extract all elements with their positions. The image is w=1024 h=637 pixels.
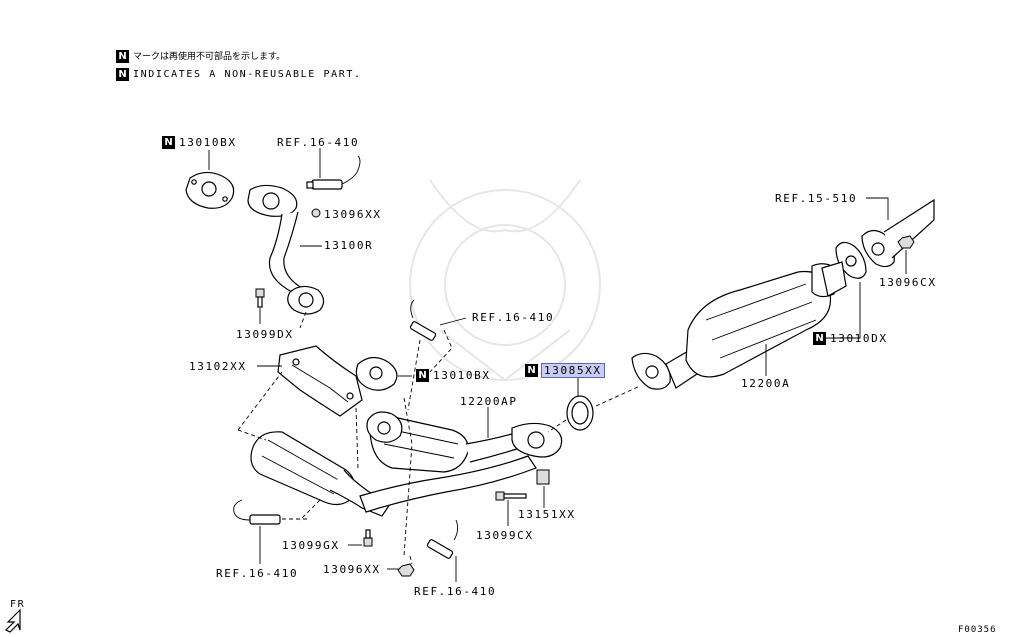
front-direction-label: FR (10, 599, 26, 610)
non-reusable-badge: N (813, 332, 826, 345)
non-reusable-badge: N (116, 68, 129, 81)
ref-label-16-410-top[interactable]: REF.16-410 (277, 136, 360, 149)
part-label-13100r[interactable]: 13100R (324, 239, 374, 252)
part-label-13096xx-bottom[interactable]: 13096XX (323, 563, 381, 576)
figure-code: F00356 (958, 625, 997, 635)
ref-label-16-410-left[interactable]: REF.16-410 (216, 567, 299, 580)
part-label-13099dx[interactable]: 13099DX (236, 328, 294, 341)
highlighted-part-number: 13085XX (541, 363, 605, 378)
nut-13096xx-top (311, 208, 321, 218)
part-label-13099gx[interactable]: 13099GX (282, 539, 340, 552)
nut-13096cx (897, 235, 915, 249)
part-label-13102xx[interactable]: 13102XX (189, 360, 247, 373)
ref-label-16-410-mid[interactable]: REF.16-410 (472, 311, 555, 324)
part-label-12200ap[interactable]: 12200AP (460, 395, 518, 408)
legend-en-row: N INDICATES A NON-REUSABLE PART. (116, 68, 362, 81)
o2-sensor-bottom (426, 519, 459, 559)
nut-13151xx (536, 469, 550, 485)
watermark-emblem (409, 179, 601, 382)
bolt-13099cx (495, 491, 527, 501)
non-reusable-badge: N (525, 364, 538, 377)
part-label-13099cx[interactable]: 13099CX (476, 529, 534, 542)
part-label-13096xx-top[interactable]: 13096XX (324, 208, 382, 221)
ref-label-15-510[interactable]: REF.15-510 (775, 192, 858, 205)
o2-sensor-top (306, 155, 361, 190)
bolt-13099gx (363, 529, 373, 547)
legend-en-text: INDICATES A NON-REUSABLE PART. (133, 69, 362, 80)
legend-jp-text: マークは再使用不可部品を示します。 (133, 52, 286, 62)
seal-ring-13085xx (566, 395, 594, 431)
bolt-13099dx (255, 288, 265, 308)
legend-jp-row: N マークは再使用不可部品を示します。 (116, 50, 285, 64)
o2-sensor-left (233, 499, 310, 525)
part-label-12200a[interactable]: 12200A (741, 377, 791, 390)
o2-sensor-mid (409, 299, 437, 341)
non-reusable-badge: N (416, 369, 429, 382)
rear-catalytic-converter-12200a (631, 261, 847, 390)
tail-pipe-flange (861, 198, 935, 268)
front-pipe-13100r (247, 184, 325, 315)
non-reusable-badge: N (116, 50, 129, 63)
ref-label-16-410-bottom[interactable]: REF.16-410 (414, 585, 497, 598)
gasket-13010bx-top (185, 171, 235, 209)
front-pipe-assembly-12200ap (359, 411, 563, 513)
part-label-13096cx[interactable]: 13096CX (879, 276, 937, 289)
part-label-13151xx[interactable]: 13151XX (518, 508, 576, 521)
gasket-13010bx-mid (355, 356, 398, 391)
nut-13096xx-bottom (397, 563, 415, 577)
non-reusable-badge: N (162, 136, 175, 149)
heat-shield-13102xx (277, 345, 363, 417)
front-arrow-icon (4, 608, 21, 633)
